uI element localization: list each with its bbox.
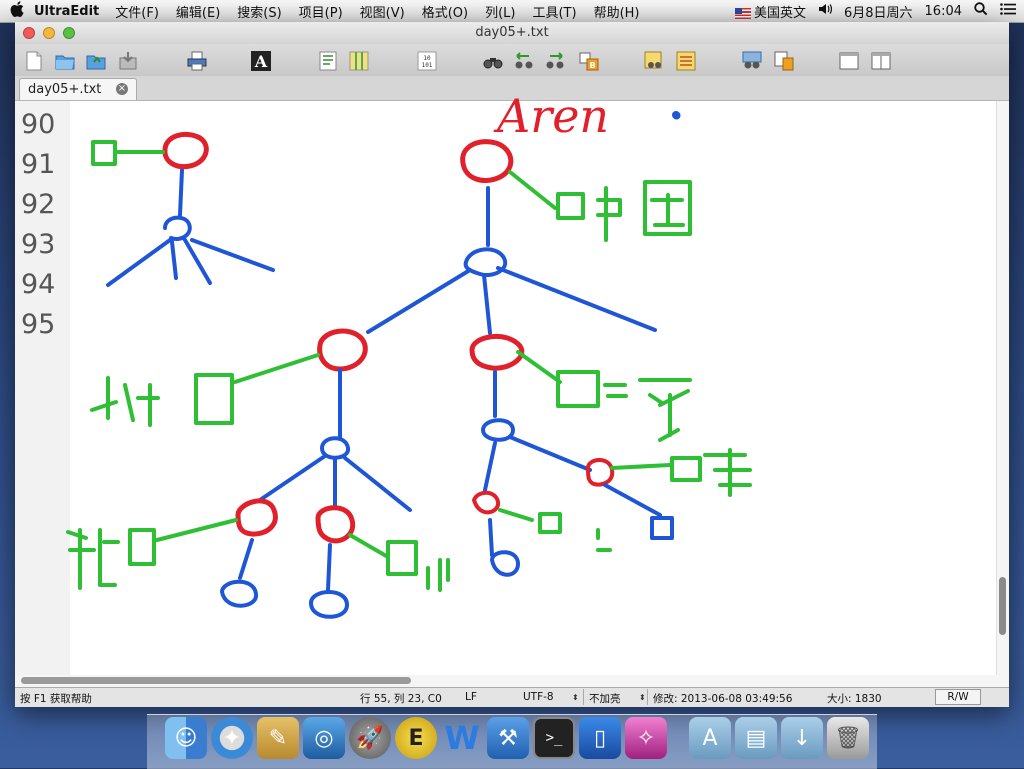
zoom-window-button[interactable] — [63, 27, 75, 39]
replace-icon[interactable]: B — [577, 48, 601, 74]
close-tab-icon[interactable]: × — [116, 83, 128, 95]
find-in-files-icon[interactable] — [642, 48, 666, 74]
svg-text:10: 10 — [423, 55, 431, 62]
tab-label: day05+.txt — [28, 82, 102, 97]
status-bar: 按 F1 获取帮助 行 55, 列 23, C0 LF UTF-8 ⬍ 不加亮 … — [15, 687, 1009, 707]
status-line-ending[interactable]: LF — [465, 691, 477, 703]
cleaner-icon[interactable]: ✧ — [625, 717, 667, 759]
project-find-icon[interactable] — [740, 48, 764, 74]
highlight-stepper-icon[interactable]: ⬍ — [639, 693, 646, 702]
find-previous-icon[interactable] — [512, 48, 536, 74]
menu-format[interactable]: 格式(O) — [421, 5, 469, 21]
simulator-icon[interactable]: ▯ — [579, 717, 621, 759]
status-highlight[interactable]: 不加亮 — [589, 693, 621, 705]
word-icon[interactable]: W — [444, 719, 480, 757]
terminal-icon[interactable]: >_ — [533, 717, 575, 759]
launchpad-icon[interactable]: 🚀 — [349, 717, 391, 759]
word-wrap-icon[interactable] — [316, 48, 340, 74]
menu-tools[interactable]: 工具(T) — [532, 5, 577, 21]
menu-help[interactable]: 帮助(H) — [593, 5, 640, 21]
apple-menu-icon[interactable] — [0, 1, 34, 21]
input-source-label: 美国英文 — [753, 5, 806, 21]
line-number: 92 — [21, 189, 56, 220]
status-modified: 修改: 2013-06-08 03:49:56 — [653, 693, 793, 705]
svg-text:A: A — [254, 52, 268, 71]
vertical-scrollbar[interactable] — [996, 101, 1009, 687]
line-number: 95 — [21, 309, 56, 340]
vertical-scroll-thumb[interactable] — [999, 577, 1006, 635]
status-read-write[interactable]: R/W — [935, 689, 981, 705]
documents-folder-icon[interactable]: ▤ — [735, 717, 777, 759]
menu-file[interactable]: 文件(F) — [115, 5, 159, 21]
horizontal-scroll-thumb[interactable] — [21, 677, 411, 684]
trash-icon[interactable]: 🗑 — [827, 717, 869, 759]
font-icon[interactable]: A — [249, 48, 273, 74]
open-file-icon[interactable] — [53, 48, 77, 74]
menu-bar: UltraEdit 文件(F) 编辑(E) 搜索(S) 项目(P) 视图(V) … — [0, 0, 1024, 23]
xcode-icon[interactable]: ⚒ — [487, 717, 529, 759]
line-number: 90 — [21, 109, 56, 140]
line-number: 94 — [21, 269, 56, 300]
downloads-folder-icon[interactable]: ↓ — [781, 717, 823, 759]
app-menu[interactable]: UltraEdit — [34, 3, 100, 19]
project-replace-icon[interactable] — [772, 48, 796, 74]
spotlight-search-icon[interactable] — [974, 2, 988, 20]
save-file-icon[interactable] — [116, 48, 140, 74]
minimize-window-button[interactable] — [43, 27, 55, 39]
status-position: 行 55, 列 23, C0 — [360, 693, 442, 705]
us-flag-icon — [734, 7, 751, 19]
close-window-button[interactable] — [23, 27, 35, 39]
status-divider — [583, 689, 584, 705]
menu-column[interactable]: 列(L) — [485, 5, 516, 21]
replace-in-files-icon[interactable] — [674, 48, 698, 74]
dock: ☺ ✦ ✎ ◎ 🚀 E W ⚒ >_ ▯ ✧ A ▤ ↓ 🗑 — [147, 714, 877, 769]
notification-center-icon[interactable] — [1000, 3, 1016, 19]
svg-text:B: B — [589, 61, 595, 70]
find-icon[interactable] — [481, 48, 505, 74]
line-number-gutter: 90 91 92 93 94 95 — [15, 101, 70, 687]
tab-bar: day05+.txt × — [15, 76, 1009, 101]
new-file-icon[interactable] — [22, 48, 46, 74]
preview-icon[interactable]: ✎ — [257, 717, 299, 759]
window-single-icon[interactable] — [837, 48, 861, 74]
editor-area[interactable]: 90 91 92 93 94 95 — [15, 101, 1009, 687]
ultraedit-icon[interactable]: E — [395, 717, 437, 759]
applications-folder-icon[interactable]: A — [689, 717, 731, 759]
status-encoding[interactable]: UTF-8 — [523, 691, 554, 703]
status-menus: 美国英文 6月8日周六 16:04 — [734, 0, 1016, 22]
menu-edit[interactable]: 编辑(E) — [175, 5, 221, 21]
line-number: 91 — [21, 149, 56, 180]
volume-icon[interactable] — [818, 3, 833, 19]
date-label[interactable]: 6月8日周六 — [843, 5, 913, 21]
time-label[interactable]: 16:04 — [924, 3, 962, 19]
column-mode-icon[interactable] — [347, 48, 371, 74]
window-title: day05+.txt — [475, 25, 549, 40]
input-source-menu[interactable]: 美国英文 — [734, 2, 806, 21]
line-number: 93 — [21, 229, 56, 260]
menu-view[interactable]: 视图(V) — [359, 5, 405, 21]
app-icon[interactable]: ◎ — [303, 717, 345, 759]
menu-project[interactable]: 项目(P) — [298, 5, 343, 21]
title-bar[interactable]: day05+.txt — [15, 22, 1009, 44]
menu-search[interactable]: 搜索(S) — [237, 5, 282, 21]
horizontal-scrollbar[interactable] — [15, 675, 997, 687]
open-folder-icon[interactable] — [84, 48, 108, 74]
status-size: 大小: 1830 — [827, 693, 882, 705]
tab-day05[interactable]: day05+.txt × — [19, 78, 137, 100]
encoding-stepper-icon[interactable]: ⬍ — [572, 693, 579, 702]
window-split-icon[interactable] — [869, 48, 893, 74]
status-divider — [647, 689, 648, 705]
status-help: 按 F1 获取帮助 — [20, 693, 92, 705]
safari-icon[interactable]: ✦ — [211, 717, 253, 759]
find-next-icon[interactable] — [543, 48, 567, 74]
svg-text:101: 101 — [422, 62, 433, 69]
print-icon[interactable] — [185, 48, 209, 74]
finder-icon[interactable]: ☺ — [165, 717, 207, 759]
